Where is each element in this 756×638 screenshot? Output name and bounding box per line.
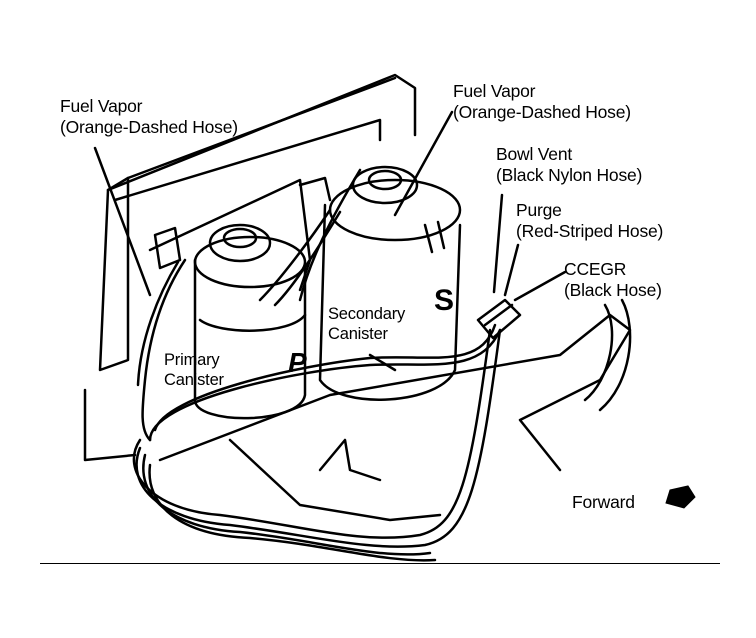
callout-line1: Fuel Vapor [453,81,536,101]
hose-fitting-band [483,303,514,327]
forward-label: Forward [572,492,635,512]
callout-fuel-vapor-left: Fuel Vapor (Orange-Dashed Hose) [60,96,238,138]
hose-primary-left [141,258,187,442]
bracket-tab-right [298,176,332,202]
hose-bundle-3 [142,453,432,556]
secondary-canister-body [318,203,462,401]
leader-bowl-vent [492,193,504,294]
hose-loop-2 [153,323,497,432]
wall-panel-front [98,176,130,372]
leader-secondary [368,353,397,372]
callout-fuel-vapor-right: Fuel Vapor (Orange-Dashed Hose) [453,81,631,123]
primary-canister-body [193,258,307,420]
side-rail [583,303,614,402]
forward-arrow-icon [665,485,696,509]
primary-canister-cap [208,223,272,263]
bottom-divider [40,563,720,564]
base-platform [158,313,632,472]
secondary-mark: S [434,284,454,317]
hose-primary-left-2 [136,260,180,387]
callout-line2: (Orange-Dashed Hose) [60,117,238,137]
secondary-canister-cap-inner [367,169,403,191]
callout-bowl-vent: Bowl Vent (Black Nylon Hose) [496,144,642,186]
callout-ccegr: CCEGR (Black Hose) [564,259,662,301]
primary-canister-ring [198,313,307,332]
leader-purge [503,243,520,297]
wall-panel-shelf [113,118,382,202]
secondary-canister-cap [351,165,419,205]
callout-line2: (Orange-Dashed Hose) [453,102,631,122]
callout-line1: Purge [516,200,562,220]
leader-ccegr [513,270,567,302]
bracket-tab [153,226,182,270]
callout-line2: (Black Nylon Hose) [496,165,643,185]
leader-fuel-vapor-left [93,146,152,297]
wall-panel-left-edge [83,388,137,462]
callout-primary-canister: Primary Canister [164,350,224,390]
callout-line1: Secondary [328,305,406,323]
callout-line2: Canister [164,371,224,389]
leader-fuel-vapor-right [393,110,454,217]
callout-purge: Purge (Red-Striped Hose) [516,200,663,242]
hose-bundle-4 [148,463,437,562]
hose-primary-right [258,208,332,302]
callout-line2: (Black Hose) [564,280,662,300]
hose-primary-right-2 [273,210,342,307]
side-rail-2 [598,298,632,412]
callout-line2: Canister [328,325,388,343]
primary-canister-cap-inner [222,227,258,249]
base-step [318,438,382,482]
callout-line1: Fuel Vapor [60,96,143,116]
primary-canister-top [193,235,307,289]
hose-fitting [476,298,522,340]
base-plate [228,438,442,522]
secondary-canister-fitting [423,220,446,254]
callout-secondary-canister: Secondary Canister [328,304,405,344]
wall-panel-lip [126,76,397,180]
callout-line1: Bowl Vent [496,144,573,164]
callout-line1: Primary [164,351,220,369]
callout-line2: (Red-Striped Hose) [516,221,664,241]
hose-loop [148,328,502,442]
hose-secondary [298,168,362,302]
callout-line1: CCEGR [564,259,627,279]
bracket-frame [148,178,312,292]
primary-mark: P [288,347,307,378]
